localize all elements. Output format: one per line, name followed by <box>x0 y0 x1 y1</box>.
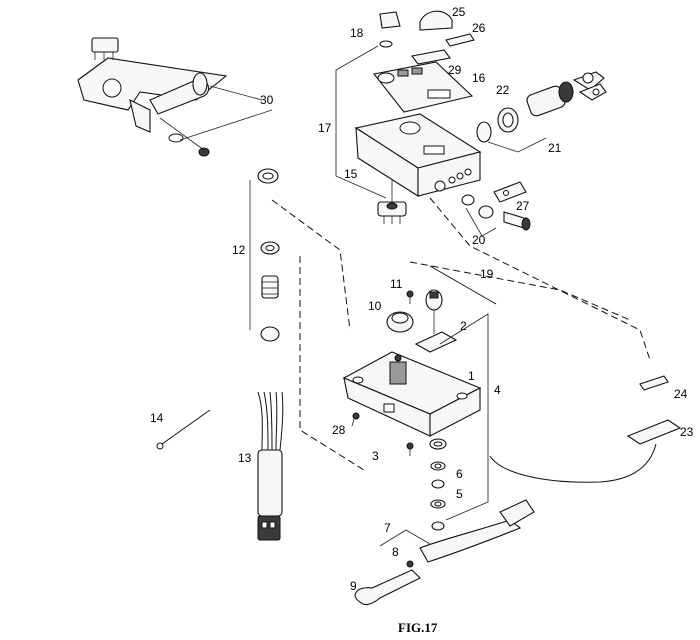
part-10-capacitor <box>386 311 414 333</box>
dashed-link-19 <box>409 261 631 321</box>
callout-3: 3 <box>372 449 379 463</box>
callout-7: 7 <box>384 521 391 535</box>
gland-cap <box>257 168 279 184</box>
part-12-gland-washer <box>260 241 280 255</box>
part-25-cover <box>419 10 453 31</box>
part-23-sensor-pad <box>489 419 682 483</box>
callout-5: 5 <box>456 487 463 501</box>
callout-14: 14 <box>150 411 164 425</box>
callout-4: 4 <box>494 383 501 397</box>
callout-17: 17 <box>318 121 332 135</box>
callout-29: 29 <box>448 63 462 77</box>
callout-30: 30 <box>260 93 274 107</box>
leader-7 <box>379 529 431 547</box>
callout-20: 20 <box>472 233 486 247</box>
part-3-screw <box>406 442 414 456</box>
gland-body <box>260 275 280 342</box>
part-2-sensor-board <box>414 289 458 353</box>
callout-1: 1 <box>468 369 475 383</box>
part-20-connector <box>461 194 531 231</box>
dashed-link-box-to-24 <box>429 197 651 361</box>
callout-22: 22 <box>496 83 510 97</box>
washer-stack <box>429 438 447 471</box>
callout-28: 28 <box>332 423 346 437</box>
leader-4 <box>439 313 489 521</box>
potentiometer-part <box>377 201 407 224</box>
callout-25: 25 <box>452 5 466 19</box>
part-1-lower-housing <box>342 351 482 437</box>
part-14-cable-tie <box>156 409 211 450</box>
part-30-bracket-assembly <box>77 37 273 157</box>
callout-18: 18 <box>350 26 364 40</box>
callout-12: 12 <box>232 243 246 257</box>
part-15-box-housing <box>354 113 482 197</box>
leader-21 <box>487 137 547 153</box>
callout-27: 27 <box>516 199 530 213</box>
part-24-small-plate <box>639 375 669 391</box>
part-5-washer <box>430 499 446 531</box>
part-11-screw <box>406 290 414 304</box>
part-27-lock-plate <box>493 181 527 203</box>
part-18-knob <box>379 11 401 48</box>
callout-16: 16 <box>472 71 486 85</box>
callout-6: 6 <box>456 467 463 481</box>
part-26-plate <box>445 33 475 47</box>
part-21-key-switch <box>526 71 607 117</box>
callout-10: 10 <box>368 299 382 313</box>
part-6-washer <box>431 479 445 489</box>
part-29-gasket <box>411 49 451 65</box>
callout-26: 26 <box>472 21 486 35</box>
part-13-cable <box>257 391 284 541</box>
leader-20 <box>465 207 497 237</box>
callout-21: 21 <box>548 141 562 155</box>
callout-2: 2 <box>460 319 467 333</box>
callout-8: 8 <box>392 545 399 559</box>
leader-17 <box>335 45 387 199</box>
part-28-screw <box>351 412 360 427</box>
part-8-nut <box>406 560 414 568</box>
part-19-rod <box>429 265 497 305</box>
callout-19: 19 <box>480 267 494 281</box>
part-22-ring-nut <box>476 107 519 143</box>
callout-23: 23 <box>680 425 694 439</box>
callout-24: 24 <box>674 387 688 401</box>
callout-13: 13 <box>238 451 252 465</box>
dashed-link-box-to-housing <box>271 199 351 331</box>
part-7-clip-arm <box>419 499 535 563</box>
callout-15: 15 <box>344 167 358 181</box>
dashed-link-cable-to-housing <box>299 256 365 471</box>
part-9-loop-handle <box>354 569 421 606</box>
callout-9: 9 <box>350 579 357 593</box>
figure-caption: FIG.17 <box>398 620 438 635</box>
part-16-panel <box>373 61 474 113</box>
callout-11: 11 <box>390 277 403 291</box>
